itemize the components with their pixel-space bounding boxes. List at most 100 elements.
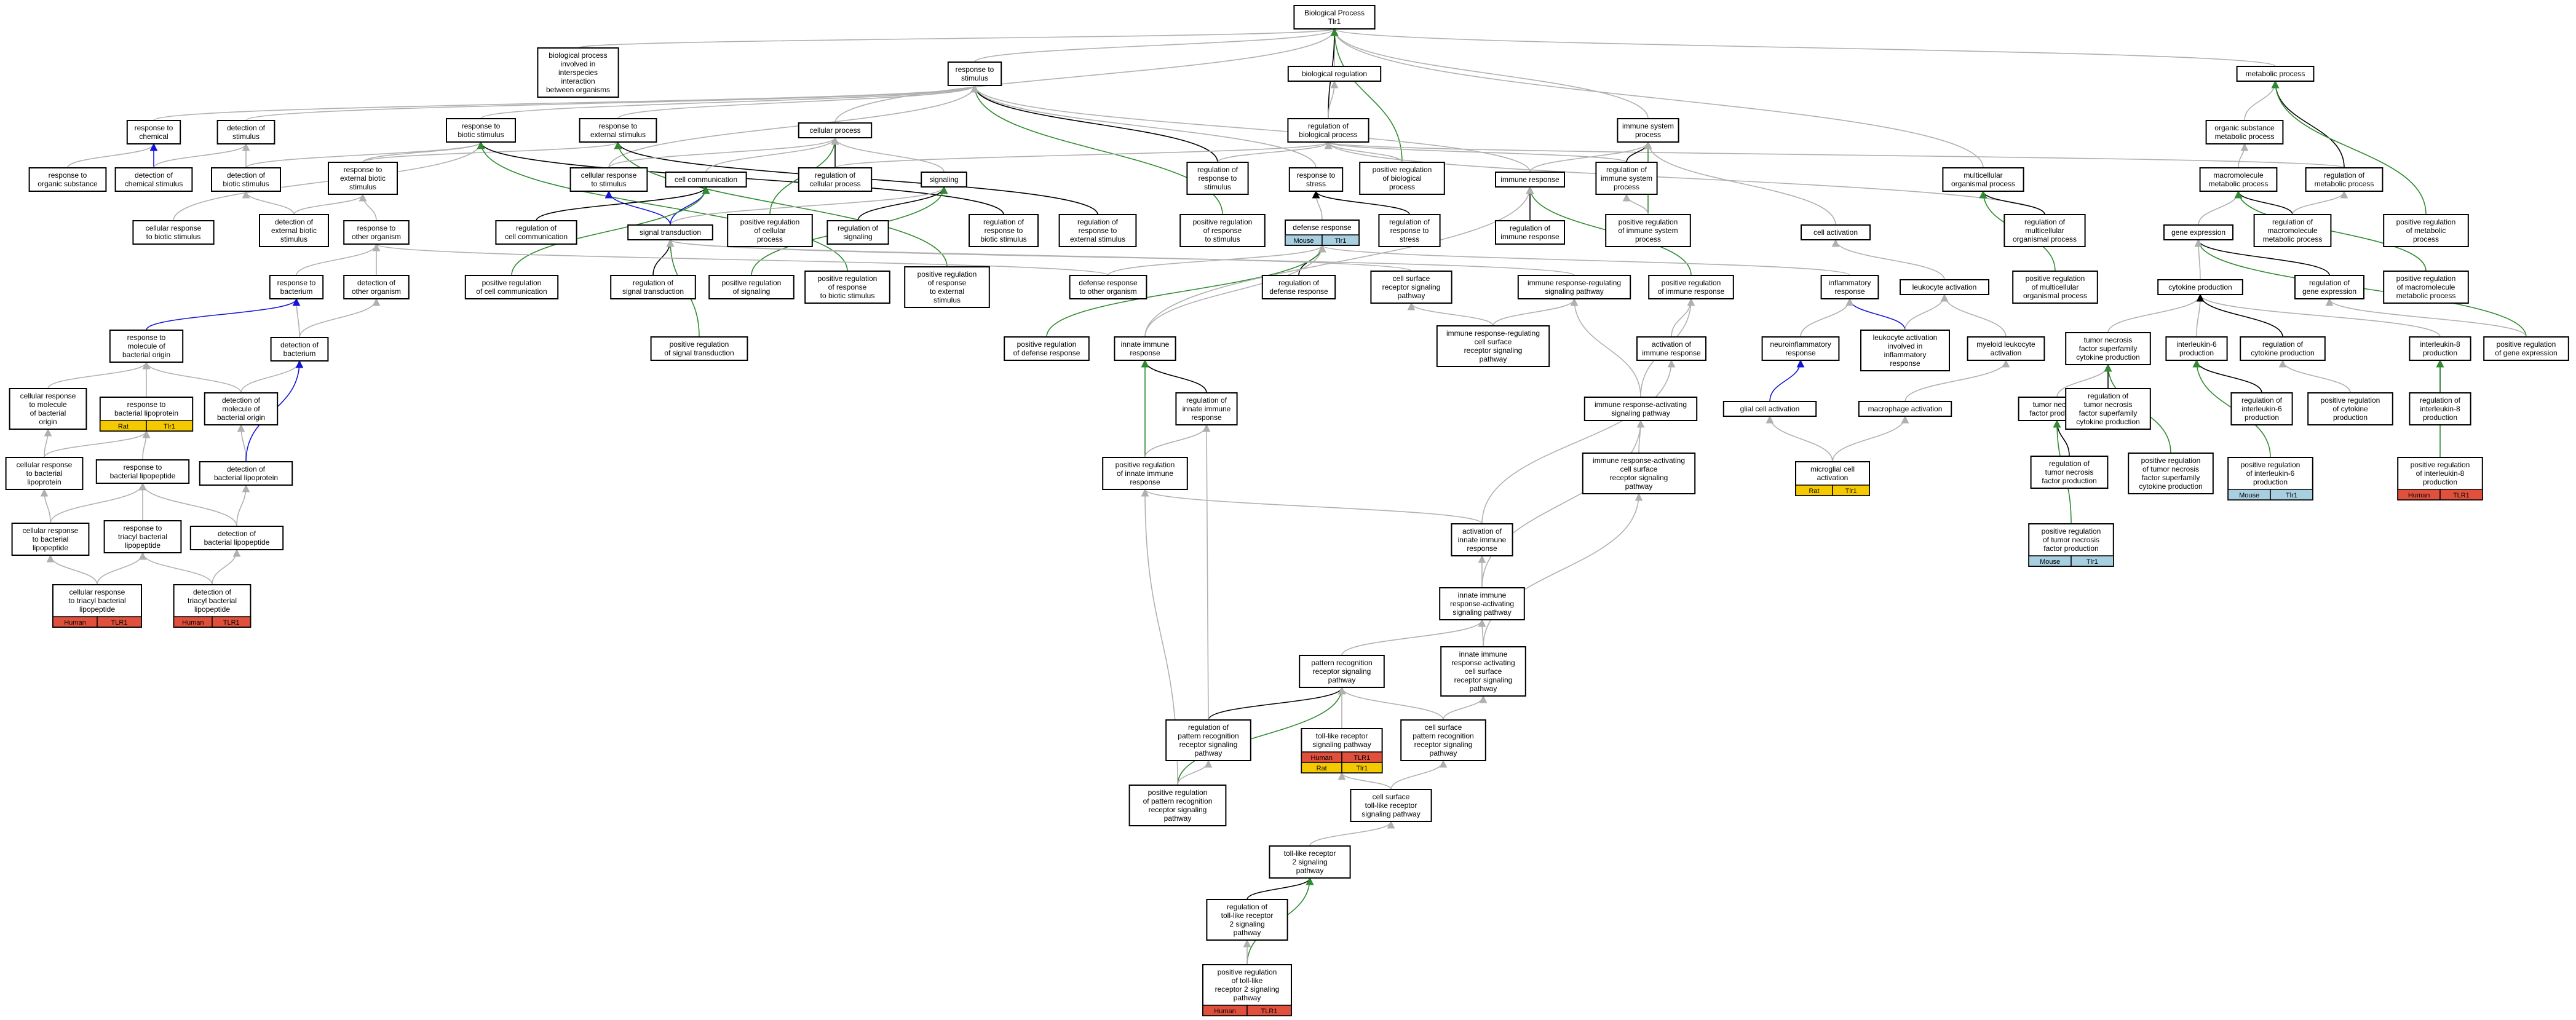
- go-term-node[interactable]: cell activation: [1801, 224, 1871, 240]
- go-term-node[interactable]: biological regulation: [1287, 66, 1382, 82]
- go-term-node[interactable]: immune response: [1495, 172, 1565, 188]
- go-term-node[interactable]: gene expression: [2163, 224, 2233, 240]
- go-term-node[interactable]: signaling: [921, 172, 967, 188]
- go-term-node[interactable]: cytokine production: [2157, 279, 2243, 295]
- go-term-node[interactable]: metabolic process: [2236, 66, 2315, 82]
- go-term-node[interactable]: glial cell activation: [1722, 401, 1817, 417]
- go-term-node[interactable]: macrophage activation: [1858, 401, 1952, 417]
- go-term-node[interactable]: innate immuneresponse-activatingsignalin…: [1439, 587, 1525, 620]
- go-term-node[interactable]: signal transduction: [627, 224, 713, 240]
- go-term-node[interactable]: leukocyte activation: [1900, 279, 1989, 295]
